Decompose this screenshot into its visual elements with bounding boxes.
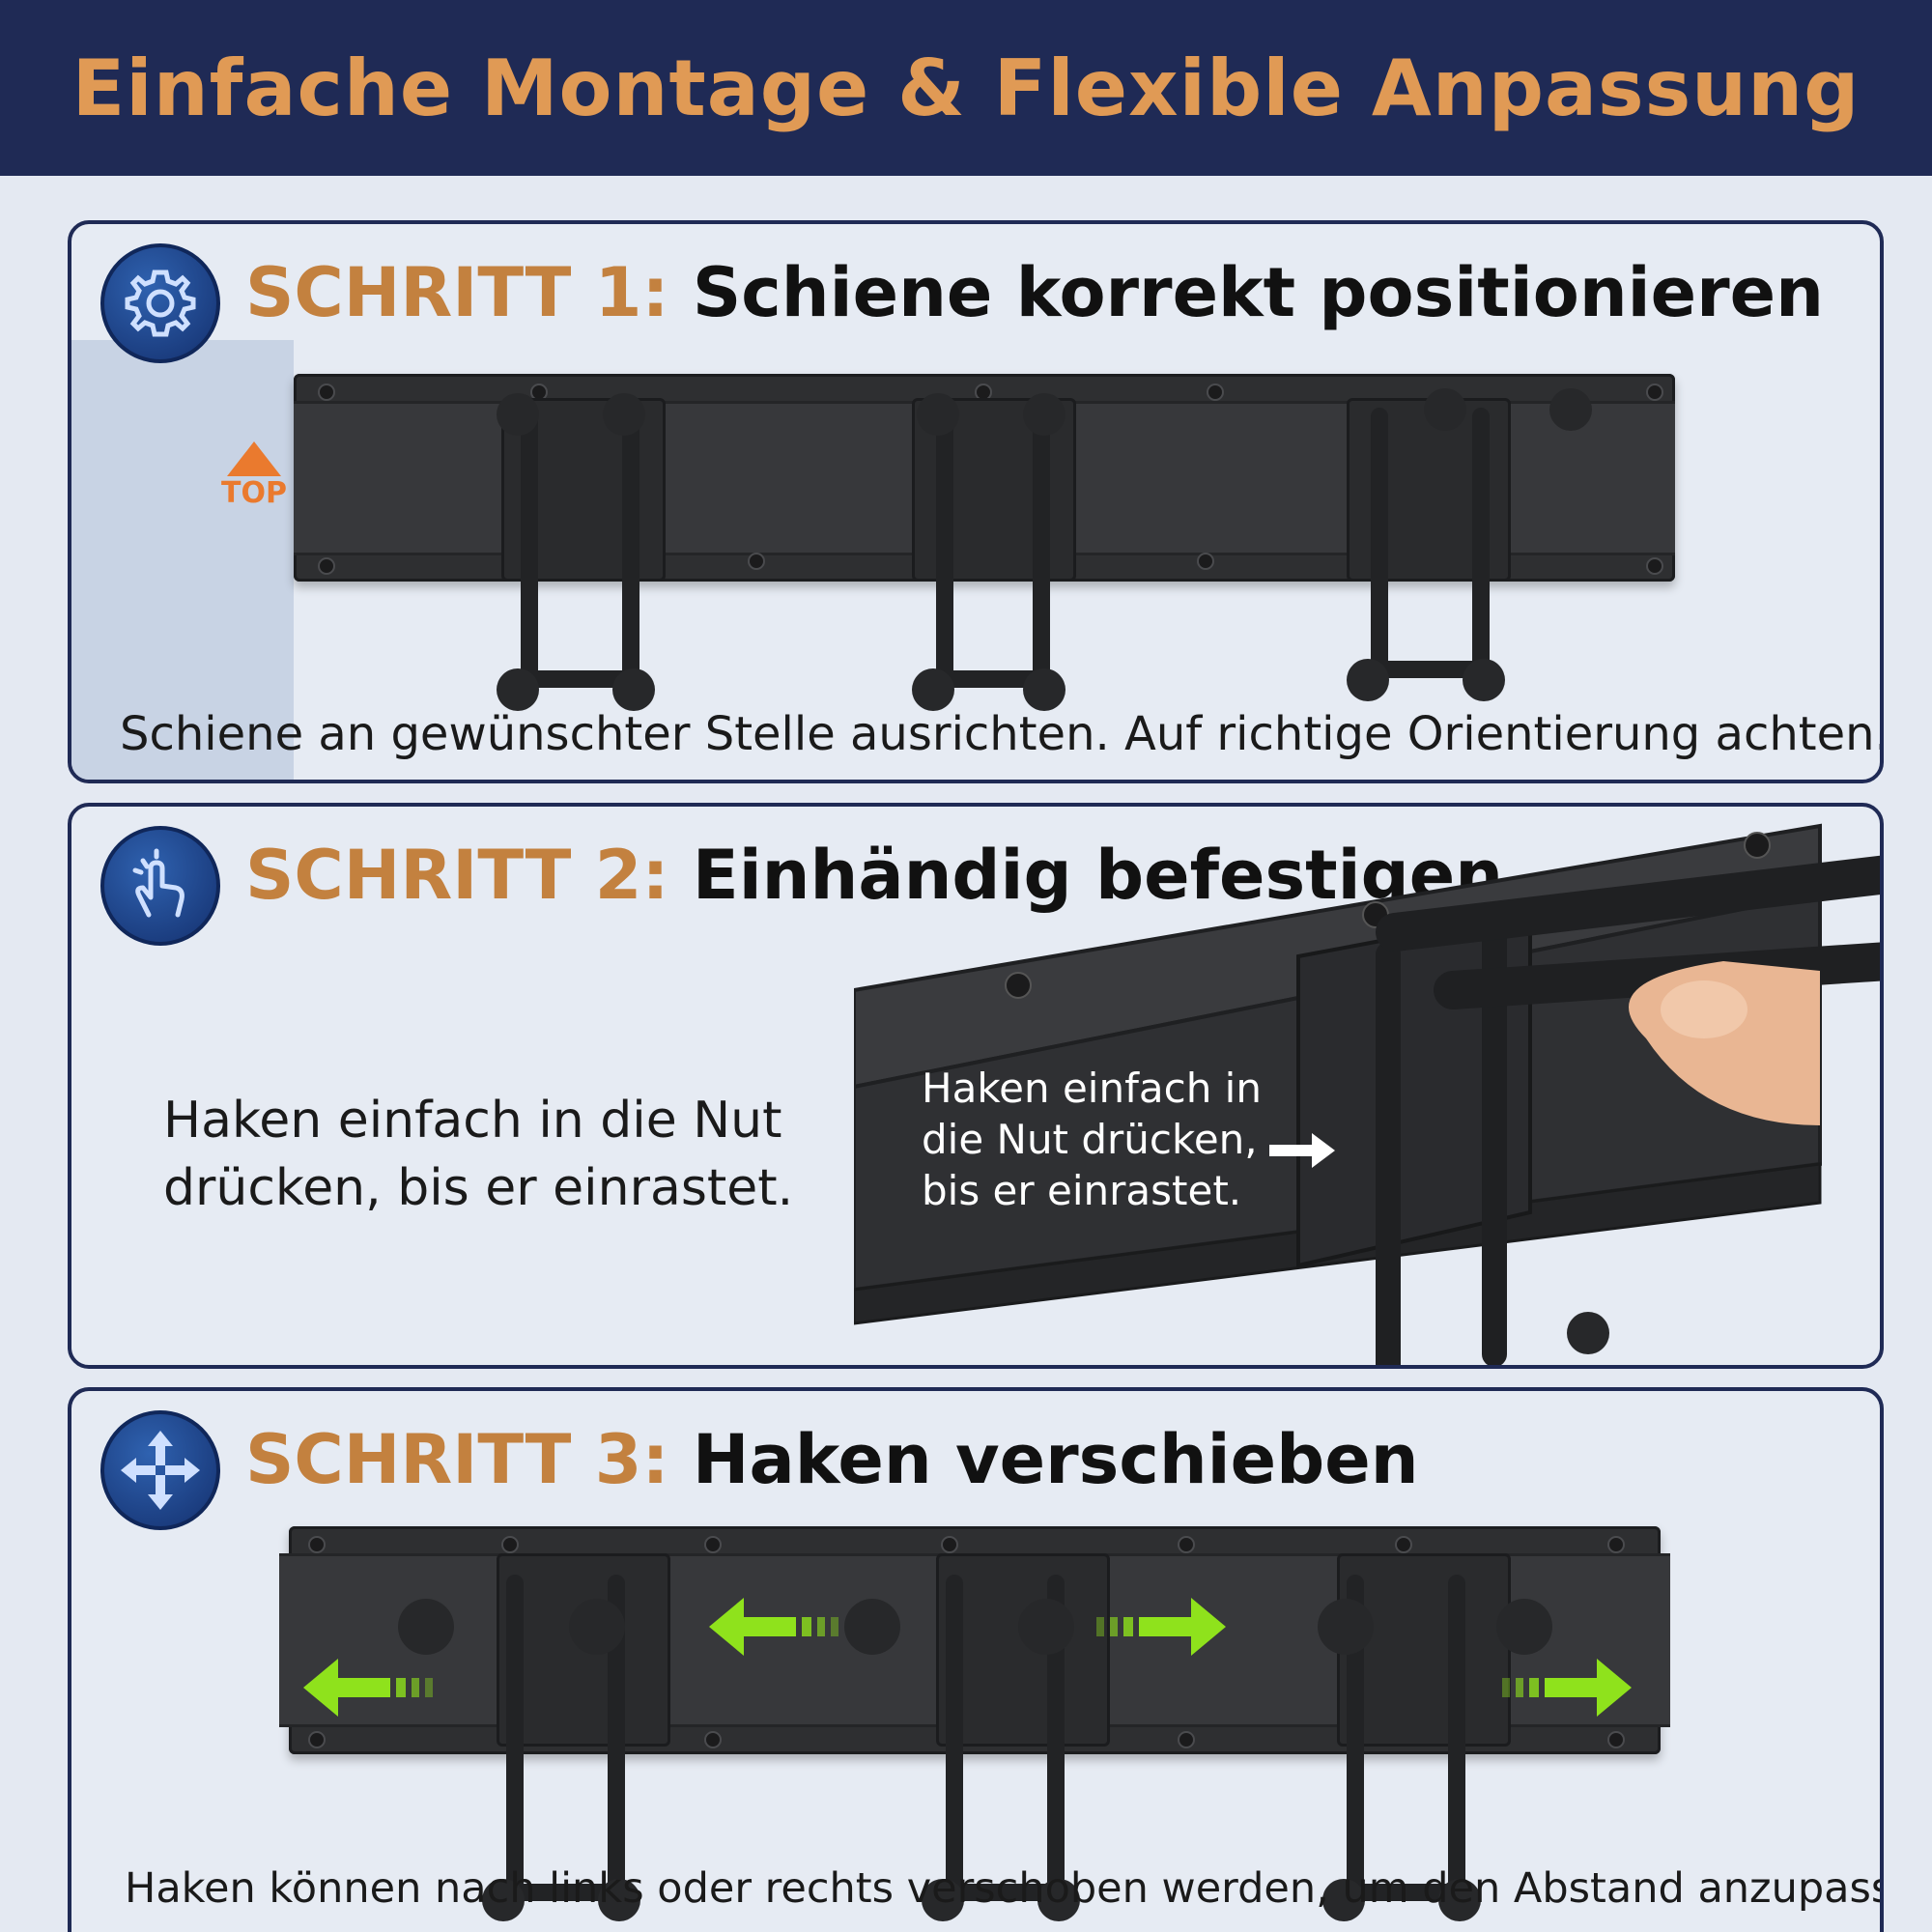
screw — [1646, 557, 1663, 575]
screw — [1207, 384, 1224, 401]
step1-heading: SCHRITT 1: Schiene korrekt positionieren — [245, 253, 1824, 332]
screw — [1178, 1536, 1195, 1553]
screw — [1607, 1731, 1625, 1748]
step2-callout-line2: die Nut drücken, — [922, 1116, 1258, 1163]
step3-label: SCHRITT 3: — [245, 1420, 669, 1499]
screw — [1607, 1536, 1625, 1553]
screw — [704, 1536, 722, 1553]
screw — [1178, 1731, 1195, 1748]
wall-strip — [71, 340, 294, 780]
screw — [1646, 384, 1663, 401]
step1-title: Schiene korrekt positionieren — [692, 253, 1824, 332]
step2-callout: Haken einfach in die Nut drücken, bis er… — [922, 1063, 1262, 1216]
screw — [318, 557, 335, 575]
step2-caption-left: Haken einfach in die Nut drücken, bis er… — [163, 1087, 793, 1222]
header-banner: Einfache Montage & Flexible Anpassung — [0, 0, 1932, 176]
step3-title: Haken verschieben — [692, 1420, 1419, 1499]
step2-caption-line1: Haken einfach in die Nut — [163, 1092, 782, 1150]
step3-panel: SCHRITT 3: Haken verschieben — [68, 1387, 1884, 1932]
hand-press-icon — [100, 826, 220, 946]
screw — [1197, 553, 1214, 570]
arrow-right-icon — [1269, 1133, 1335, 1168]
step3-caption: Haken können nach links oder rechts vers… — [125, 1864, 1884, 1913]
screw — [308, 1731, 326, 1748]
page-title: Einfache Montage & Flexible Anpassung — [71, 43, 1861, 133]
gear-icon — [100, 243, 220, 363]
step1-caption: Schiene an gewünschter Stelle ausrichten… — [120, 707, 1884, 761]
screw — [318, 384, 335, 401]
screw — [941, 1536, 958, 1553]
step2-heading: SCHRITT 2: Einhändig befestigen — [245, 836, 1503, 915]
arrow-right-icon — [1096, 1598, 1226, 1656]
rail-step2 — [854, 823, 1880, 1365]
step2-label: SCHRITT 2: — [245, 836, 669, 915]
step2-callout-line1: Haken einfach in — [922, 1065, 1262, 1112]
step3-heading: SCHRITT 3: Haken verschieben — [245, 1420, 1419, 1499]
hook-plate — [1337, 1553, 1511, 1747]
step2-caption-line2: drücken, bis er einrastet. — [163, 1159, 794, 1217]
arrow-left-icon — [303, 1659, 433, 1717]
screw — [748, 553, 765, 570]
step1-panel: SCHRITT 1: Schiene korrekt positionieren… — [68, 220, 1884, 783]
move-arrows-icon — [100, 1410, 220, 1530]
top-marker: TOP — [221, 441, 287, 510]
screw — [1395, 1536, 1412, 1553]
hook-plate — [936, 1553, 1110, 1747]
step1-label: SCHRITT 1: — [245, 253, 669, 332]
step2-panel: SCHRITT 2: Einhändig befestigen Haken ei… — [68, 803, 1884, 1369]
arrow-right-icon — [1502, 1659, 1632, 1717]
screw — [704, 1731, 722, 1748]
screw — [308, 1536, 326, 1553]
step2-callout-line3: bis er einrastet. — [922, 1167, 1242, 1214]
top-marker-label: TOP — [221, 476, 287, 510]
screw — [501, 1536, 519, 1553]
arrow-left-icon — [709, 1598, 838, 1656]
up-triangle-icon — [226, 441, 281, 476]
